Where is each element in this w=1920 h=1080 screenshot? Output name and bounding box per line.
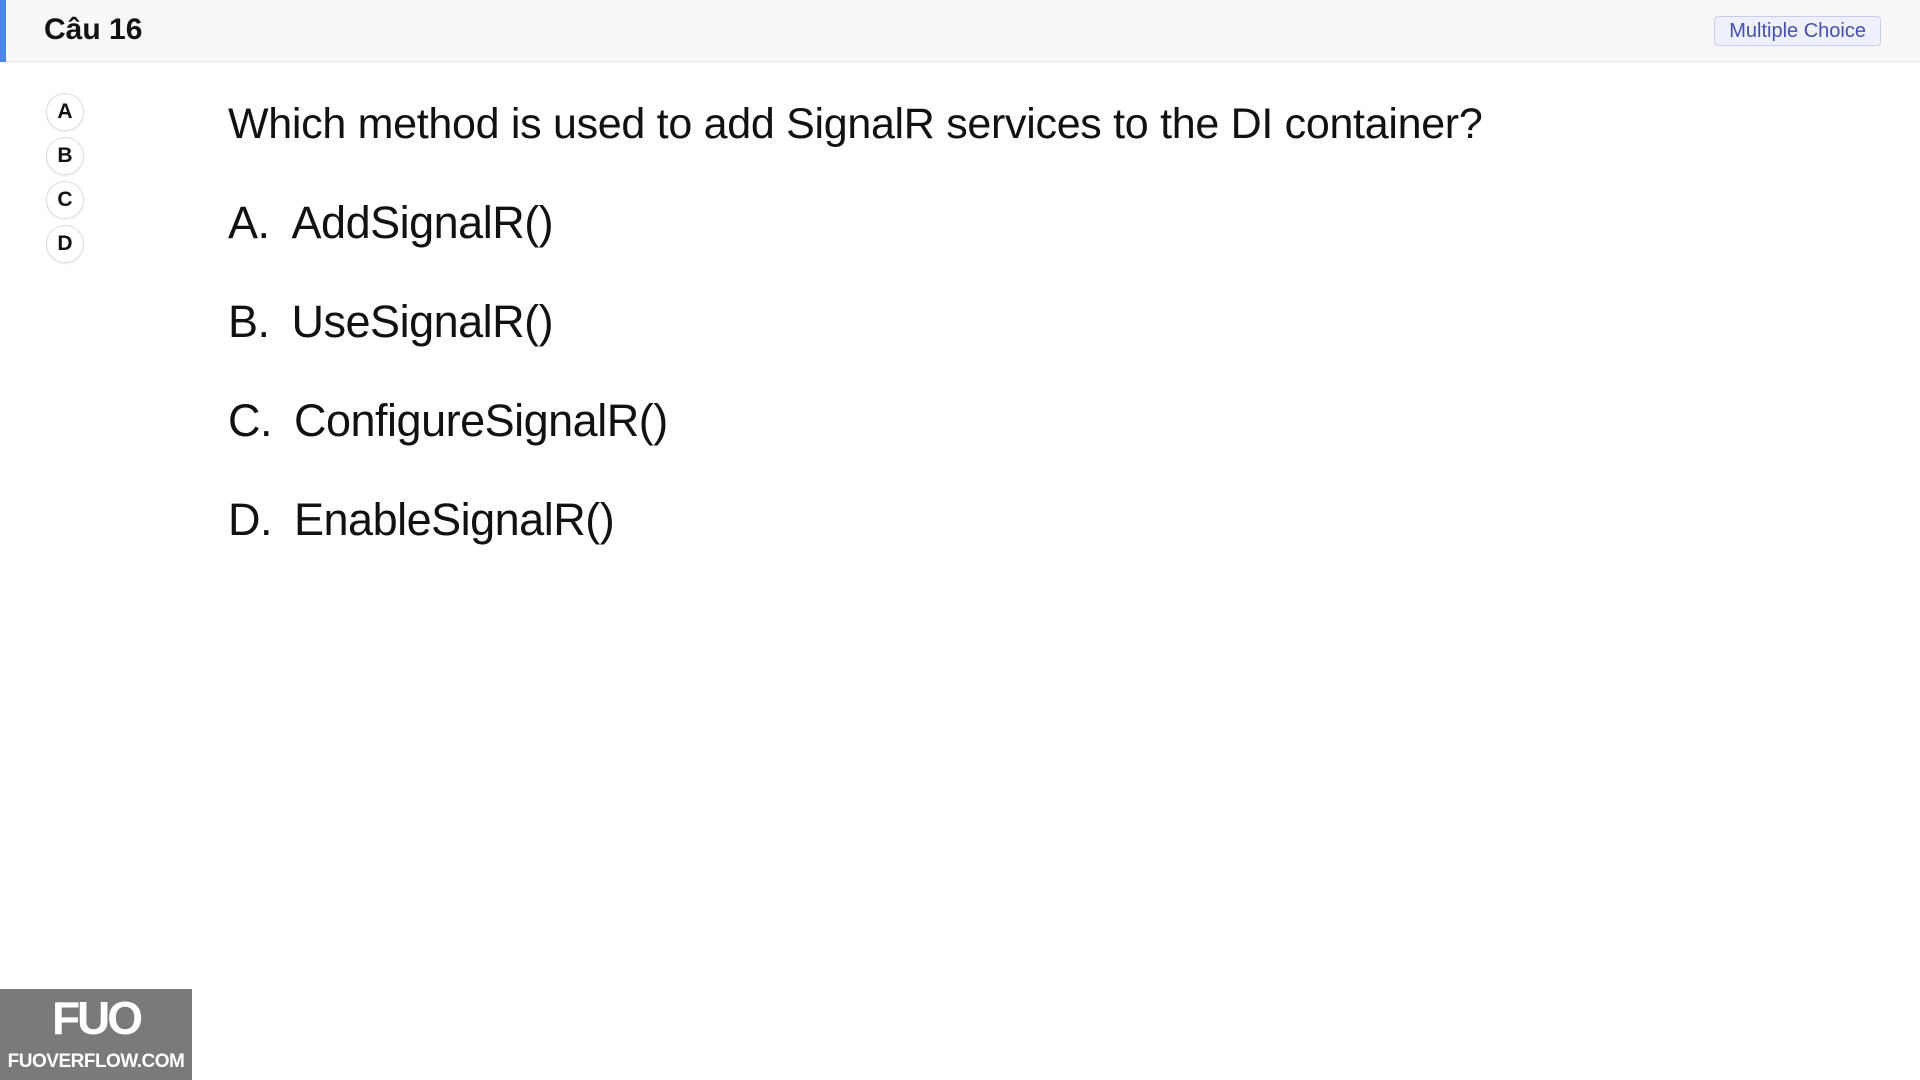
answer-choice-b: B. UseSignalR() [228, 286, 1868, 358]
answer-letter: B. [228, 296, 270, 347]
header-accent-bar [0, 0, 6, 62]
option-b-button[interactable]: B [46, 137, 84, 175]
answer-choice-c: C. ConfigureSignalR() [228, 385, 1868, 457]
answer-text: UseSignalR() [291, 296, 554, 347]
answer-text: ConfigureSignalR() [294, 395, 668, 446]
question-type-badge: Multiple Choice [1714, 16, 1881, 46]
question-text: Which method is used to add SignalR serv… [228, 100, 1483, 148]
watermark-logo-mark: FUO [51, 992, 143, 1044]
question-image-content: Which method is used to add SignalR serv… [228, 88, 1868, 583]
site-watermark-logo: FUO FUOVERFLOW.COM [0, 989, 192, 1080]
option-c-button[interactable]: C [46, 181, 84, 219]
question-header: Câu 16 Multiple Choice [0, 0, 1920, 62]
answer-choice-d: D. EnableSignalR() [228, 484, 1868, 556]
answer-letter: D. [228, 494, 273, 545]
answer-letter: C. [228, 395, 273, 446]
watermark-site-name: FUOVERFLOW.COM [7, 1051, 185, 1072]
option-a-button[interactable]: A [46, 93, 84, 131]
answer-letter: A. [228, 197, 270, 248]
answer-text: EnableSignalR() [294, 494, 615, 545]
answer-choice-a: A. AddSignalR() [228, 187, 1868, 259]
option-d-button[interactable]: D [46, 225, 84, 263]
question-number-title: Câu 16 [44, 13, 143, 46]
answer-text: AddSignalR() [291, 197, 554, 248]
answer-option-selector: A B C D [46, 93, 86, 269]
